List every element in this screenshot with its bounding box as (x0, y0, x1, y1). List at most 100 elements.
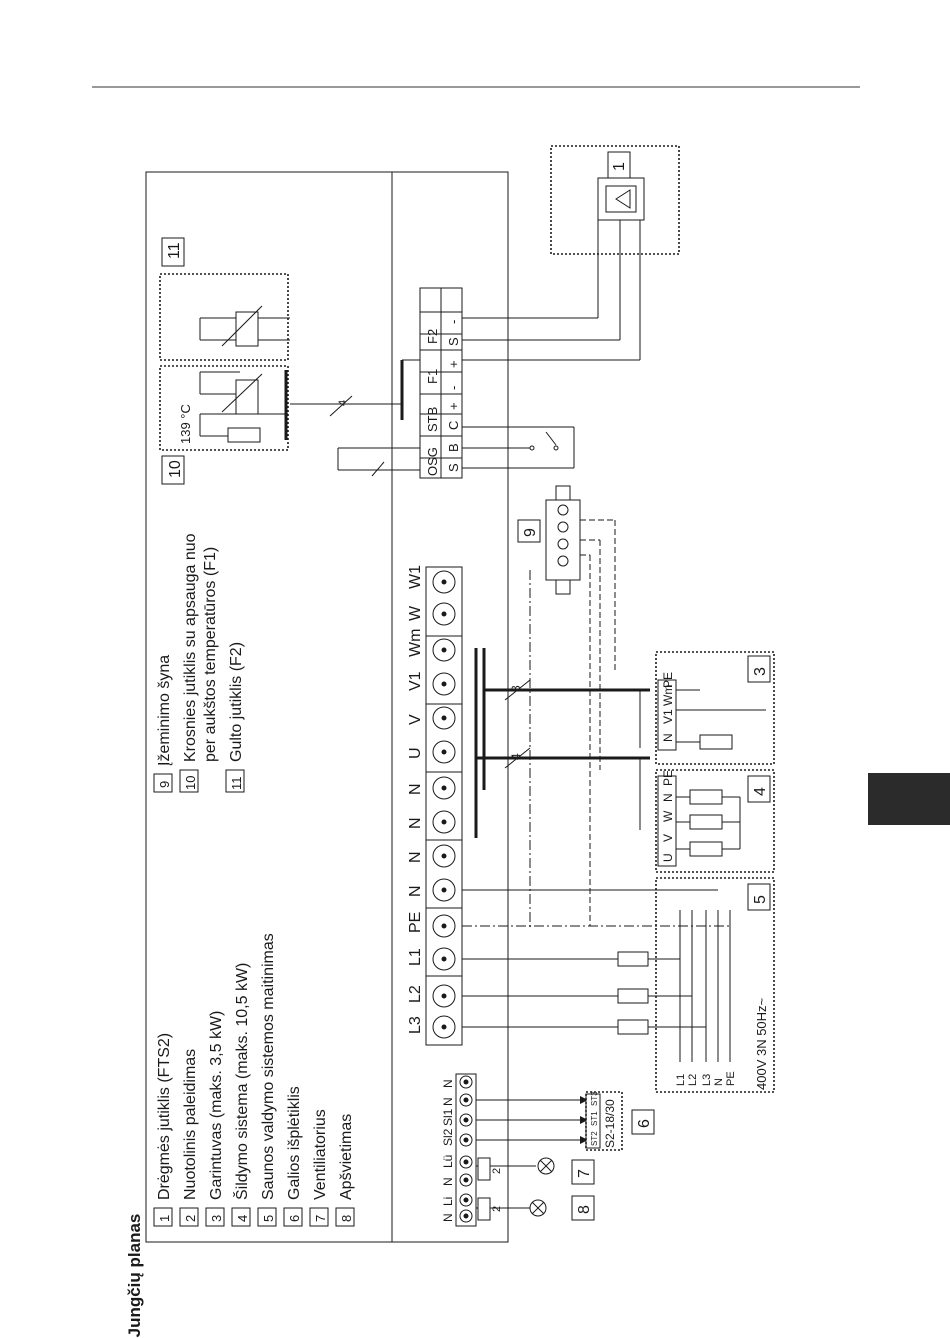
svg-text:2: 2 (491, 1206, 503, 1212)
legend-item-6: 6 Galios išplėtiklis (283, 1086, 303, 1227)
sensor-block-pin: - (446, 320, 461, 324)
heater-box: 4 (655, 769, 775, 873)
power-terminal-label: Wm (407, 629, 424, 657)
supply-line-label: L3 (701, 1074, 713, 1086)
svg-text:Įžeminimo šyna: Įžeminimo šyna (156, 655, 173, 766)
legend-item-4: 4 Šildymo sistema (maks. 10,5 kW) (231, 963, 251, 1227)
svg-text:11: 11 (166, 242, 183, 259)
expander-tag: ST3 (590, 1091, 599, 1106)
power-terminal-label: N (407, 851, 424, 863)
svg-text:Nuotolinis paleidimas: Nuotolinis paleidimas (182, 1049, 199, 1200)
legend-item-11: 11 Gulto jutiklis (F2) (225, 642, 245, 793)
relay-terminal-label: Sl2 (441, 1128, 455, 1146)
supply-line-label: L2 (687, 1074, 699, 1086)
figure-rotated: Pav. 4 Jungčių planas (125, 1214, 144, 1338)
svg-text:1: 1 (157, 1215, 172, 1222)
svg-text:2: 2 (491, 1168, 503, 1174)
bus-bars: 3 4 (474, 648, 650, 838)
sensor-block-pin: + (446, 402, 461, 410)
stove-sensor-box: 10 139 °C (159, 365, 289, 485)
svg-text:5: 5 (261, 1215, 276, 1222)
svg-text:per aukštos temperatūros (F1): per aukštos temperatūros (F1) (202, 547, 219, 762)
power-terminal-label: N (407, 783, 424, 795)
power-terminal-label: L3 (407, 1016, 424, 1034)
svg-text:7: 7 (576, 1169, 593, 1178)
legend-item-9: 9 Įžeminimo šyna (153, 655, 173, 793)
svg-text:11: 11 (229, 777, 244, 791)
power-terminal-label: W1 (407, 565, 424, 589)
svg-text:4: 4 (509, 753, 523, 760)
svg-text:9: 9 (522, 528, 539, 537)
sensor-wiring: 4 (290, 180, 641, 477)
svg-text:3: 3 (509, 685, 523, 692)
power-terminal-label: W (407, 605, 424, 621)
legend: 1 Drėgmės jutiklis (FTS2) 2 Nuotolinis p… (153, 533, 355, 1227)
heater-terminal-label: W (661, 810, 675, 822)
housing-outline (145, 171, 509, 1243)
legend-item-8: 8 Apšvietimas (335, 1114, 355, 1227)
relay-terminals (459, 1075, 473, 1223)
svg-text:Drėgmės jutiklis (FTS2): Drėgmės jutiklis (FTS2) (156, 1033, 173, 1200)
svg-text:10: 10 (167, 460, 184, 478)
supply-box: 5 (655, 877, 775, 1093)
svg-text:Gulto jutiklis (F2): Gulto jutiklis (F2) (228, 642, 245, 762)
legend-item-7: 7 Ventiliatorius (309, 1109, 329, 1227)
sensor-block-pin: C (446, 421, 461, 430)
expander-model: S2-18/30 (603, 1099, 617, 1148)
heater-terminal-label: PE (661, 770, 675, 786)
svg-text:1: 1 (611, 162, 628, 171)
svg-text:6: 6 (636, 1119, 653, 1128)
svg-text:Garintuvas (maks. 3,5 kW): Garintuvas (maks. 3,5 kW) (208, 1011, 225, 1200)
sensor-block-pin: B (446, 443, 461, 452)
supply-line-label: PE (725, 1071, 737, 1086)
svg-text:Apšvietimas: Apšvietimas (338, 1114, 355, 1200)
legend-item-1: 1 Drėgmės jutiklis (FTS2) (153, 1033, 173, 1227)
svg-text:9: 9 (157, 781, 172, 788)
supply-wires (462, 889, 730, 1035)
expander-tag: ST2 (590, 1131, 599, 1146)
power-terminal-label: PE (407, 912, 424, 933)
relay-wiring: 2 2 7 8 6 (476, 1091, 655, 1221)
relay-terminal-block (455, 1073, 477, 1227)
legend-item-5: 5 Saunos valdymo sistemos maitinimas (257, 933, 277, 1227)
svg-text:7: 7 (313, 1215, 328, 1222)
relay-terminal-label: N (441, 1213, 455, 1222)
svg-text:10: 10 (183, 776, 198, 790)
svg-text:8: 8 (576, 1205, 593, 1214)
svg-text:Galios išplėtiklis: Galios išplėtiklis (286, 1086, 303, 1200)
relay-terminal-label: N (441, 1177, 455, 1186)
relay-terminal-label: N (441, 1097, 455, 1106)
sensor-terminal-block (419, 287, 463, 479)
svg-text:2: 2 (183, 1215, 198, 1222)
expander-tag: ST1 (590, 1111, 599, 1126)
supply-spec: 400V 3N 50Hz~ (754, 997, 769, 1090)
bench-sensor-box: 11 (159, 237, 290, 361)
relay-terminal-label: Li (441, 1197, 455, 1206)
svg-text:5: 5 (752, 895, 769, 904)
steamer-terminal-label: Wm (661, 685, 675, 706)
sensor-block-label: OSG (425, 447, 440, 476)
sensor-block-label: STB (425, 407, 440, 432)
svg-text:3: 3 (209, 1215, 224, 1222)
power-terminal-label: L2 (407, 985, 424, 1003)
sensor-block-pin: + (446, 360, 461, 368)
power-terminal-label: U (407, 747, 424, 759)
steamer-terminal-label: PE (661, 672, 675, 688)
humidity-sensor-box: 1 (550, 145, 680, 255)
svg-text:Šildymo sistema (maks. 10,5 kW: Šildymo sistema (maks. 10,5 kW) (232, 963, 251, 1200)
steamer-terminal-label: V1 (661, 709, 675, 724)
relay-terminal-label: Sl1 (441, 1108, 455, 1126)
power-terminal-label: L1 (407, 948, 424, 966)
sensor-block-label: F1 (425, 369, 440, 384)
heater-terminal-label: N (661, 793, 675, 802)
svg-text:Krosnies jutiklis su apsauga n: Krosnies jutiklis su apsauga nuo (182, 533, 199, 762)
temp-label: 139 °C (178, 404, 193, 444)
legend-item-10: 10 Krosnies jutiklis su apsauga nuo (179, 533, 199, 793)
relay-terminal-label: Lü (441, 1155, 455, 1168)
side-tab (868, 773, 950, 825)
legend-item-10b: per aukštos temperatūros (F1) (202, 547, 219, 762)
